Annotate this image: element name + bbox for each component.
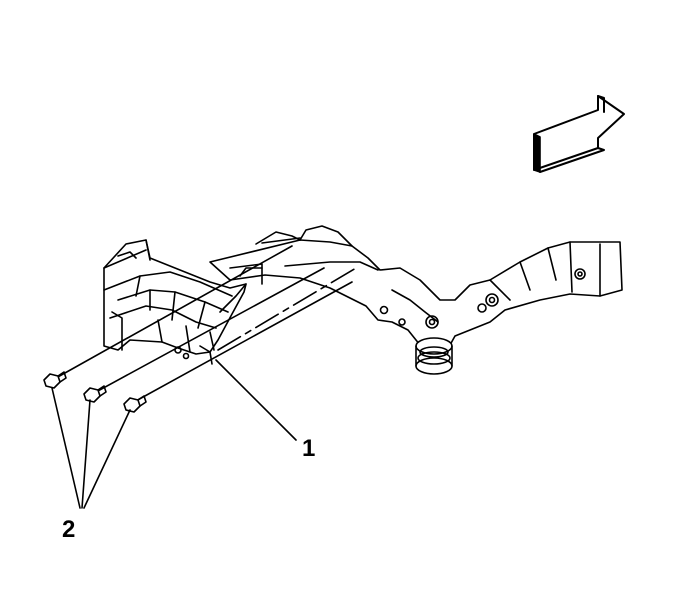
shield-bracket: [103, 239, 247, 365]
callout-leader-lines: [51, 359, 297, 509]
callout-label-2: 2: [62, 516, 76, 543]
body-mount-bushing: [415, 337, 453, 375]
alignment-centerline: [217, 267, 357, 351]
bolt-alignment-lines: [55, 245, 353, 403]
callout-label-1: 1: [302, 435, 316, 462]
bolt: [123, 395, 147, 413]
bolt: [83, 385, 107, 403]
frame-rail: [209, 225, 623, 351]
bolt: [43, 371, 67, 389]
forward-arrow-icon: [533, 95, 625, 173]
